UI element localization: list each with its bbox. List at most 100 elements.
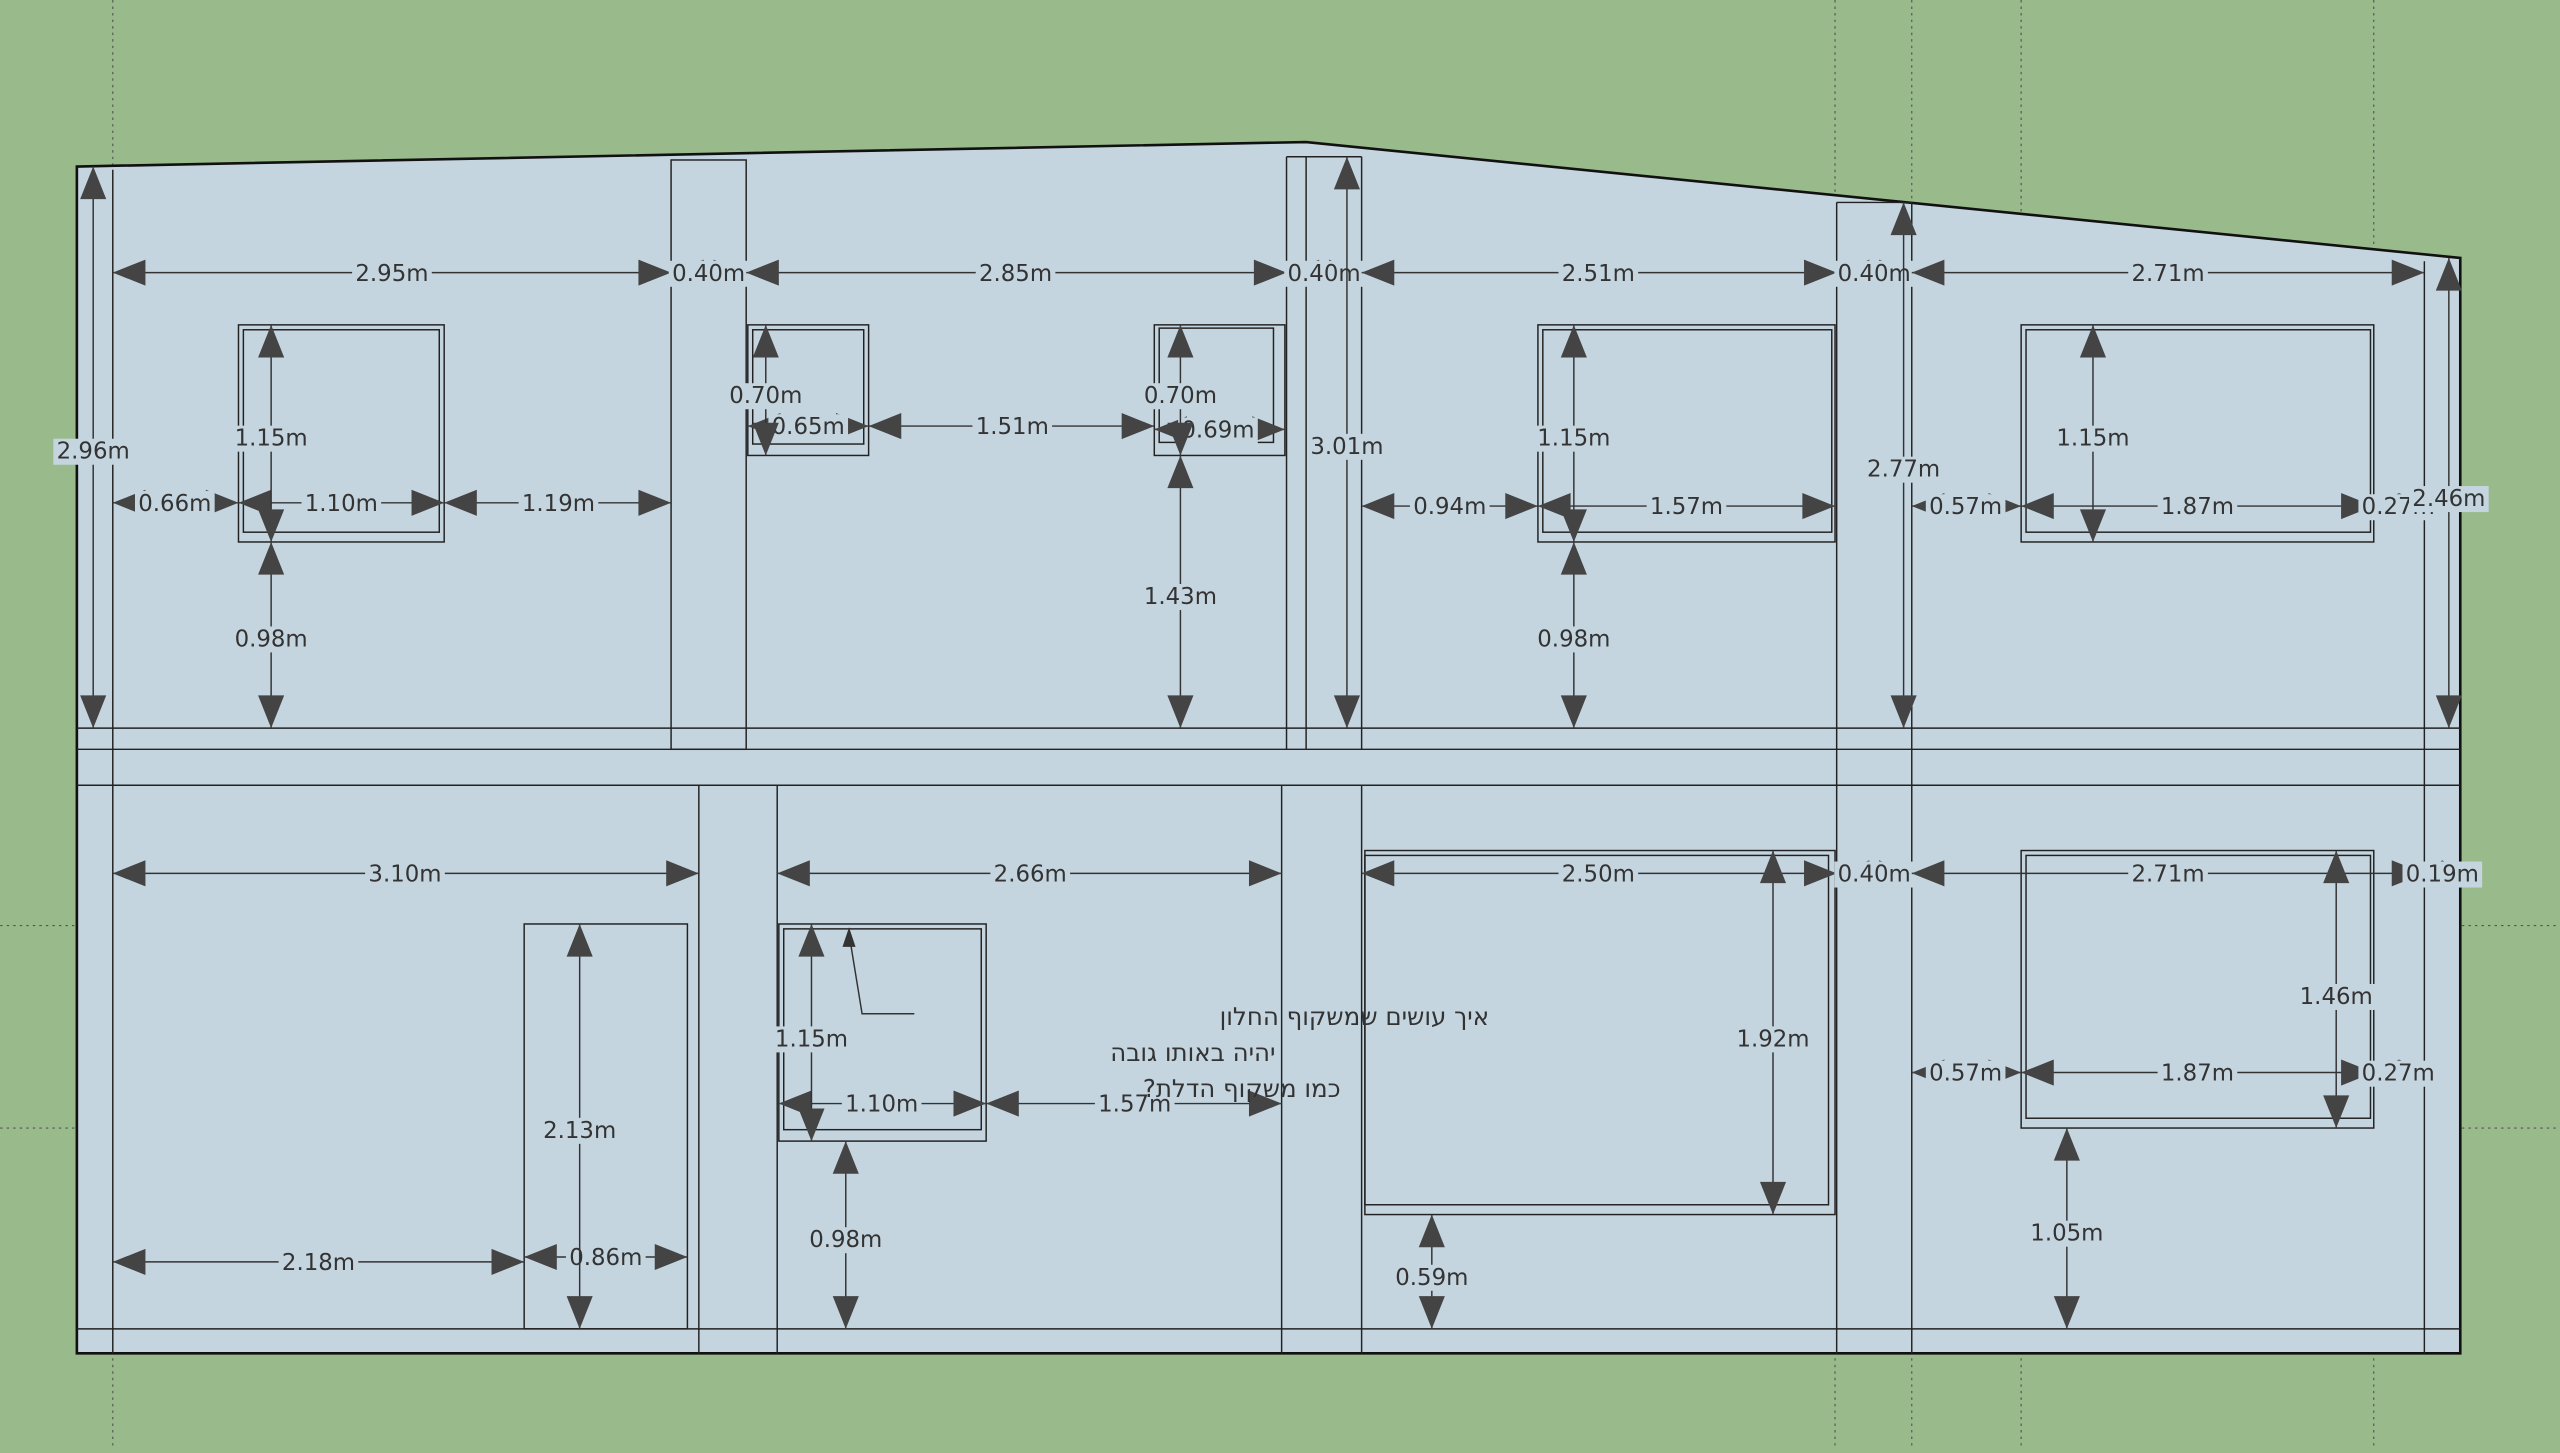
dimension-label: 1.15m: [775, 1026, 848, 1052]
dimension-l-wall-2: 2.66m: [777, 860, 1282, 888]
dimension-label: 0.66m: [138, 491, 211, 517]
dimension-label: 2.96m: [57, 439, 130, 465]
dimension-label: 2.95m: [355, 261, 428, 287]
dimension-label: 1.15m: [1537, 426, 1610, 452]
dimension-u-wall-2: 2.85m: [746, 259, 1287, 287]
dimension-label: 0.40m: [672, 261, 745, 287]
dimension-u-win2-gap: 1.51m: [868, 413, 1155, 441]
dimension-l-win3-width: 1.87m: [2021, 1059, 2374, 1087]
dimension-label: 0.57m: [1929, 1061, 2002, 1087]
dimension-l-win3-sill: 1.05m: [2027, 1128, 2107, 1329]
note-line-2: יהיה באותו גובה: [1110, 1038, 1275, 1067]
dimension-u-win3-sill: 1.43m: [1140, 455, 1221, 729]
dimension-u-col-1: 0.40m: [668, 259, 749, 287]
dimension-label: 1.10m: [305, 491, 378, 517]
dimension-label: 0.27m: [2362, 1061, 2435, 1087]
dimension-label: 1.05m: [2030, 1221, 2103, 1247]
dimension-u-win5-left: 0.57m: [1911, 493, 2022, 521]
dimension-label: 1.19m: [522, 491, 595, 517]
dimension-u-win1-sill: 0.98m: [231, 541, 311, 729]
dimension-label: 1.10m: [845, 1092, 918, 1118]
dimension-label: 1.43m: [1144, 584, 1217, 610]
dimension-label: 1.57m: [1650, 494, 1723, 520]
dimension-l-col-right: 0.19m: [2402, 860, 2483, 888]
dimension-label: 0.57m: [1929, 494, 2002, 520]
dimension-label: 0.70m: [1144, 383, 1217, 409]
dimension-label: 2.77m: [1867, 457, 1940, 483]
dimension-label: 2.50m: [1562, 862, 1635, 888]
dimension-label: 2.51m: [1562, 261, 1635, 287]
dimension-u-col-3: 0.40m: [1834, 259, 1915, 287]
dimension-label: 1.87m: [2161, 494, 2234, 520]
dimension-l-win3-left: 0.57m: [1911, 1059, 2022, 1087]
dimension-label: 1.46m: [2300, 984, 2373, 1010]
dimension-l-door-height: 2.13m: [539, 923, 620, 1329]
dimension-label: 0.69m: [1181, 418, 1254, 444]
dimension-l-col-3: 0.40m: [1834, 860, 1915, 888]
note-line-1: איך עושים שמשקוף החלון: [1220, 1002, 1490, 1031]
dimension-u-wall-3: 2.51m: [1361, 259, 1837, 287]
dimension-label: 1.92m: [1736, 1026, 1809, 1052]
dimension-u-win1-height: 1.15m: [231, 324, 311, 542]
note-leader-arrow: [842, 927, 856, 947]
dimension-label: 2.66m: [994, 862, 1067, 888]
dimension-u-win2-height: 0.70m: [725, 324, 806, 456]
dimension-label: 2.13m: [543, 1118, 616, 1144]
note-leader-line: [848, 933, 915, 1015]
dimension-label: 0.65m: [772, 414, 845, 440]
dimension-u-win4-height: 1.15m: [1534, 324, 1614, 542]
dimension-u-win5-width: 1.87m: [2021, 493, 2374, 521]
dimension-u-height-right: 2.46m: [2409, 257, 2489, 729]
dimension-l-win3-height: 1.46m: [2296, 850, 2377, 1129]
dimension-l-win1-right: 1.57m: [986, 1090, 1282, 1118]
dimension-label: 1.15m: [2056, 426, 2129, 452]
dimension-l-win2-height: 1.92m: [1733, 850, 1813, 1215]
dimension-l-wall-1: 3.10m: [112, 860, 699, 888]
dimension-label: 0.40m: [1838, 862, 1911, 888]
dimension-layer: 2.95m 0.40m 2.85m 0.40m 2.51m 0.40m 2.71m 0.66m…: [53, 156, 2489, 1329]
dimension-label: 0.70m: [729, 383, 802, 409]
dimension-u-height-mid: 3.01m: [1307, 156, 1387, 729]
dimension-u-win1-left: 0.66m: [112, 489, 239, 517]
dimension-l-wall-4: 2.71m: [1911, 860, 2425, 888]
dimension-label: 2.71m: [2132, 862, 2205, 888]
dimension-label: 2.46m: [2412, 486, 2485, 512]
dimension-label: 3.10m: [368, 862, 441, 888]
dimension-label: 1.87m: [2161, 1061, 2234, 1087]
dimension-l-door-width: 0.86m: [524, 1243, 688, 1272]
dimension-u-win4-left: 0.94m: [1361, 493, 1538, 521]
dimension-l-win1-sill: 0.98m: [805, 1141, 886, 1329]
dimension-u-wall-1: 2.95m: [112, 259, 672, 287]
dimension-label: 3.01m: [1310, 434, 1383, 460]
dimension-u-height-left: 2.96m: [53, 166, 134, 729]
dimension-u-height-col3: 2.77m: [1863, 202, 1944, 729]
dimension-label: 2.71m: [2132, 261, 2205, 287]
dimension-label: 0.40m: [1288, 261, 1361, 287]
dimension-u-win1-width: 1.10m: [238, 489, 445, 517]
dimension-label: 2.18m: [282, 1250, 355, 1276]
dimension-label: 0.98m: [809, 1227, 882, 1253]
dimension-l-win2-sill: 0.59m: [1391, 1214, 1472, 1329]
dimension-label: 0.98m: [235, 626, 308, 652]
dimension-label: 1.51m: [976, 414, 1049, 440]
dimension-label: 1.57m: [1098, 1092, 1171, 1118]
dimension-label: 0.86m: [569, 1245, 642, 1271]
dimension-label: 0.40m: [1838, 261, 1911, 287]
dimension-l-wall-3: 2.50m: [1361, 860, 1837, 888]
note-line-3: כמו משקוף הדלת?: [1143, 1074, 1341, 1103]
dimension-l-door-left: 2.18m: [112, 1248, 525, 1277]
dimension-l-win1-width: 1.10m: [778, 1090, 987, 1118]
dimension-u-win3-height: 0.70m: [1140, 324, 1221, 456]
dimension-label: 0.59m: [1395, 1265, 1468, 1291]
dimension-l-win3-right: 0.27m: [2358, 1059, 2439, 1087]
dimension-label: 0.98m: [1537, 626, 1610, 652]
building-facade[interactable]: [75, 140, 2462, 1355]
dimension-label: 2.85m: [979, 261, 1052, 287]
dimension-l-win1-height: 1.15m: [771, 923, 852, 1142]
dimension-u-win4-sill: 0.98m: [1534, 541, 1614, 729]
dimension-label: 0.94m: [1413, 494, 1486, 520]
dimension-label: 0.19m: [2406, 862, 2479, 888]
dimension-u-wall-4: 2.71m: [1911, 259, 2425, 287]
